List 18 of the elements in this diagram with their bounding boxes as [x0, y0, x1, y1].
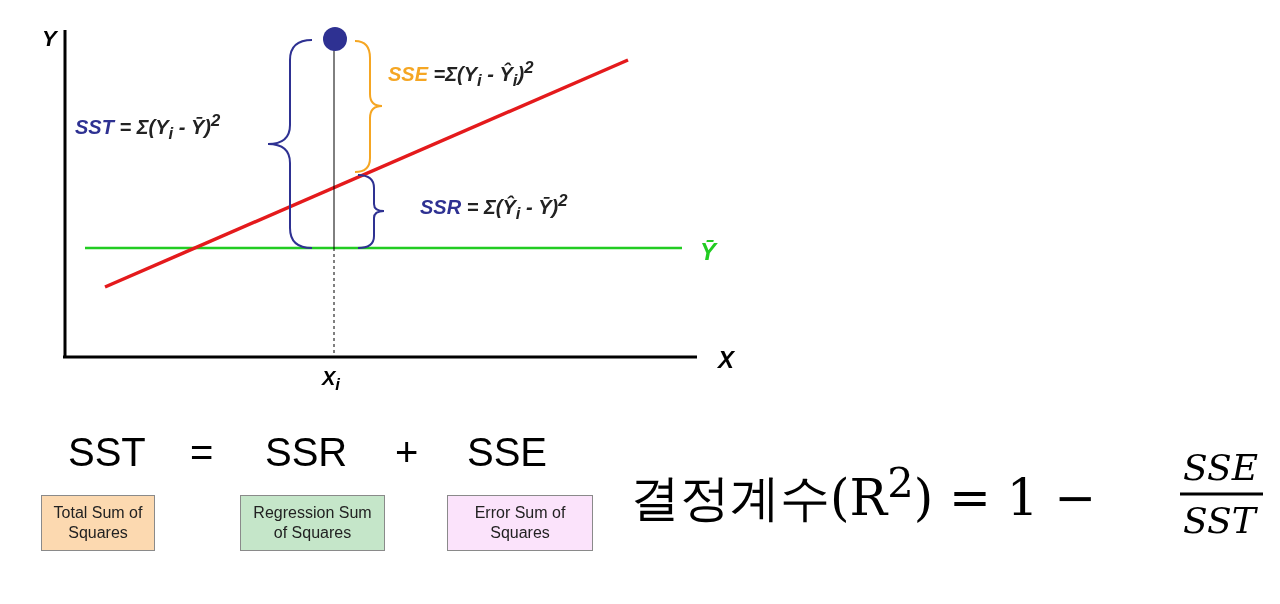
equals-sign: =	[190, 432, 214, 472]
formula-text: SSR = Σ(Ŷ$_{i}$ - Ȳ)$^{2}$	[420, 193, 568, 223]
fraction-denominator: SST	[1183, 503, 1256, 539]
axis-label: X	[718, 348, 734, 372]
label-box: Error Sum of Squares	[447, 495, 593, 551]
term-label: SSE	[467, 432, 548, 472]
term-label: SST	[68, 432, 146, 472]
plus-sign: +	[395, 432, 419, 472]
tick-label: X$_{i}$	[322, 368, 340, 394]
formula-text: SST = Σ(Y$_{i}$ - Ȳ)$^{2}$	[75, 113, 221, 143]
axis-label: Ȳ	[700, 240, 716, 264]
formula-text: SSE =Σ(Y$_{i}$ - Ŷ$_{i}$)$^{2}$	[388, 60, 534, 90]
term-label: SSR	[265, 432, 348, 472]
label-box: Regression Sum of Squares	[240, 495, 385, 551]
fraction-numerator: SSE	[1183, 450, 1258, 486]
label-box: Total Sum of Squares	[41, 495, 155, 551]
axis-label: Y	[42, 28, 57, 50]
formula-text: 결정계수(R$^{2}$) = 1 −	[630, 462, 1097, 523]
